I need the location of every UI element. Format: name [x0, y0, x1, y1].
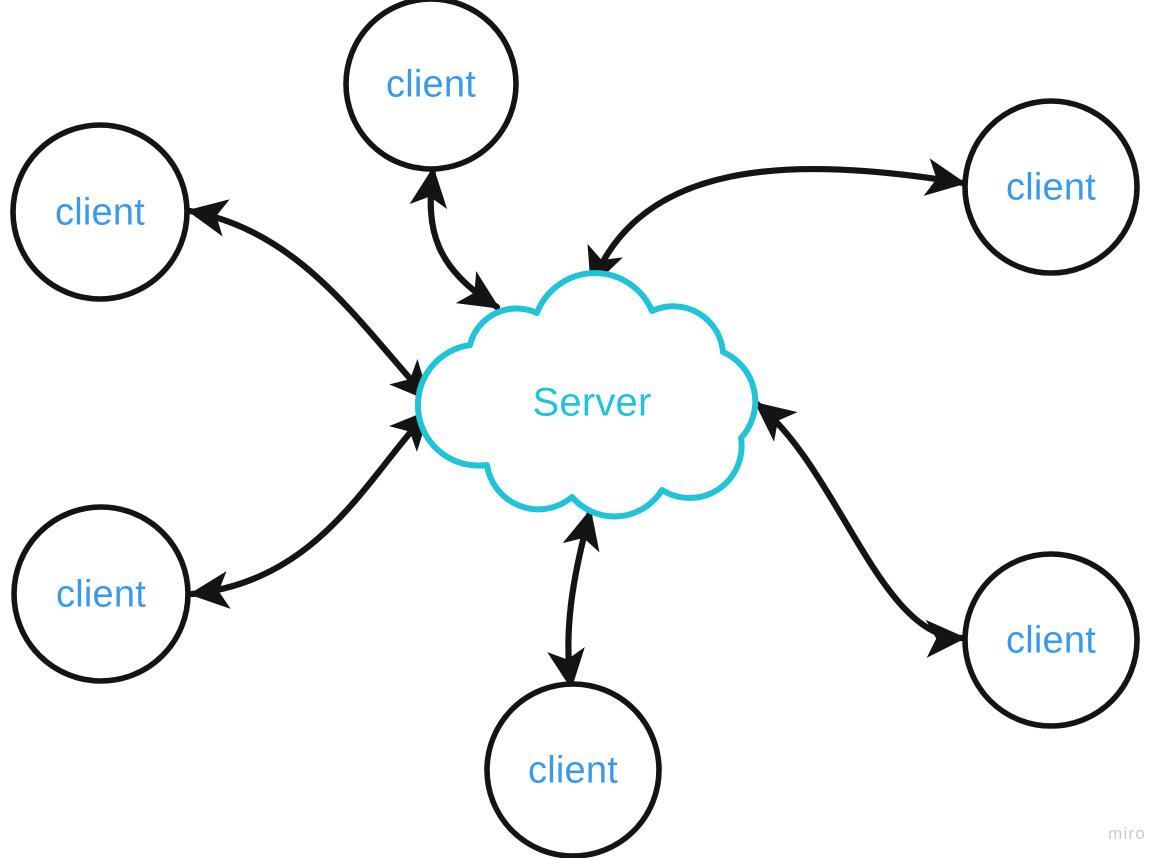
client-circle-top-right[interactable] — [962, 98, 1140, 276]
connector-client-bottom[interactable] — [547, 508, 600, 690]
connector-client-top[interactable] — [409, 166, 501, 311]
connector-layer — [186, 158, 967, 690]
connector-client-top-right[interactable] — [587, 158, 967, 289]
connector-client-bottom-left[interactable] — [188, 408, 432, 609]
miro-watermark: miro — [1108, 824, 1146, 843]
client-circle-top-left[interactable] — [10, 122, 190, 302]
connector-client-top-left[interactable] — [186, 199, 432, 403]
client-circle-top[interactable] — [343, 0, 519, 172]
client-circle-bottom[interactable] — [484, 681, 662, 858]
client-circle-bottom-right[interactable] — [962, 551, 1140, 729]
client-node-layer — [10, 0, 1140, 858]
cloud-shape — [414, 270, 759, 520]
client-circle-bottom-left[interactable] — [11, 504, 191, 684]
server-node[interactable] — [414, 270, 759, 520]
connector-client-bottom-right[interactable] — [753, 400, 967, 658]
